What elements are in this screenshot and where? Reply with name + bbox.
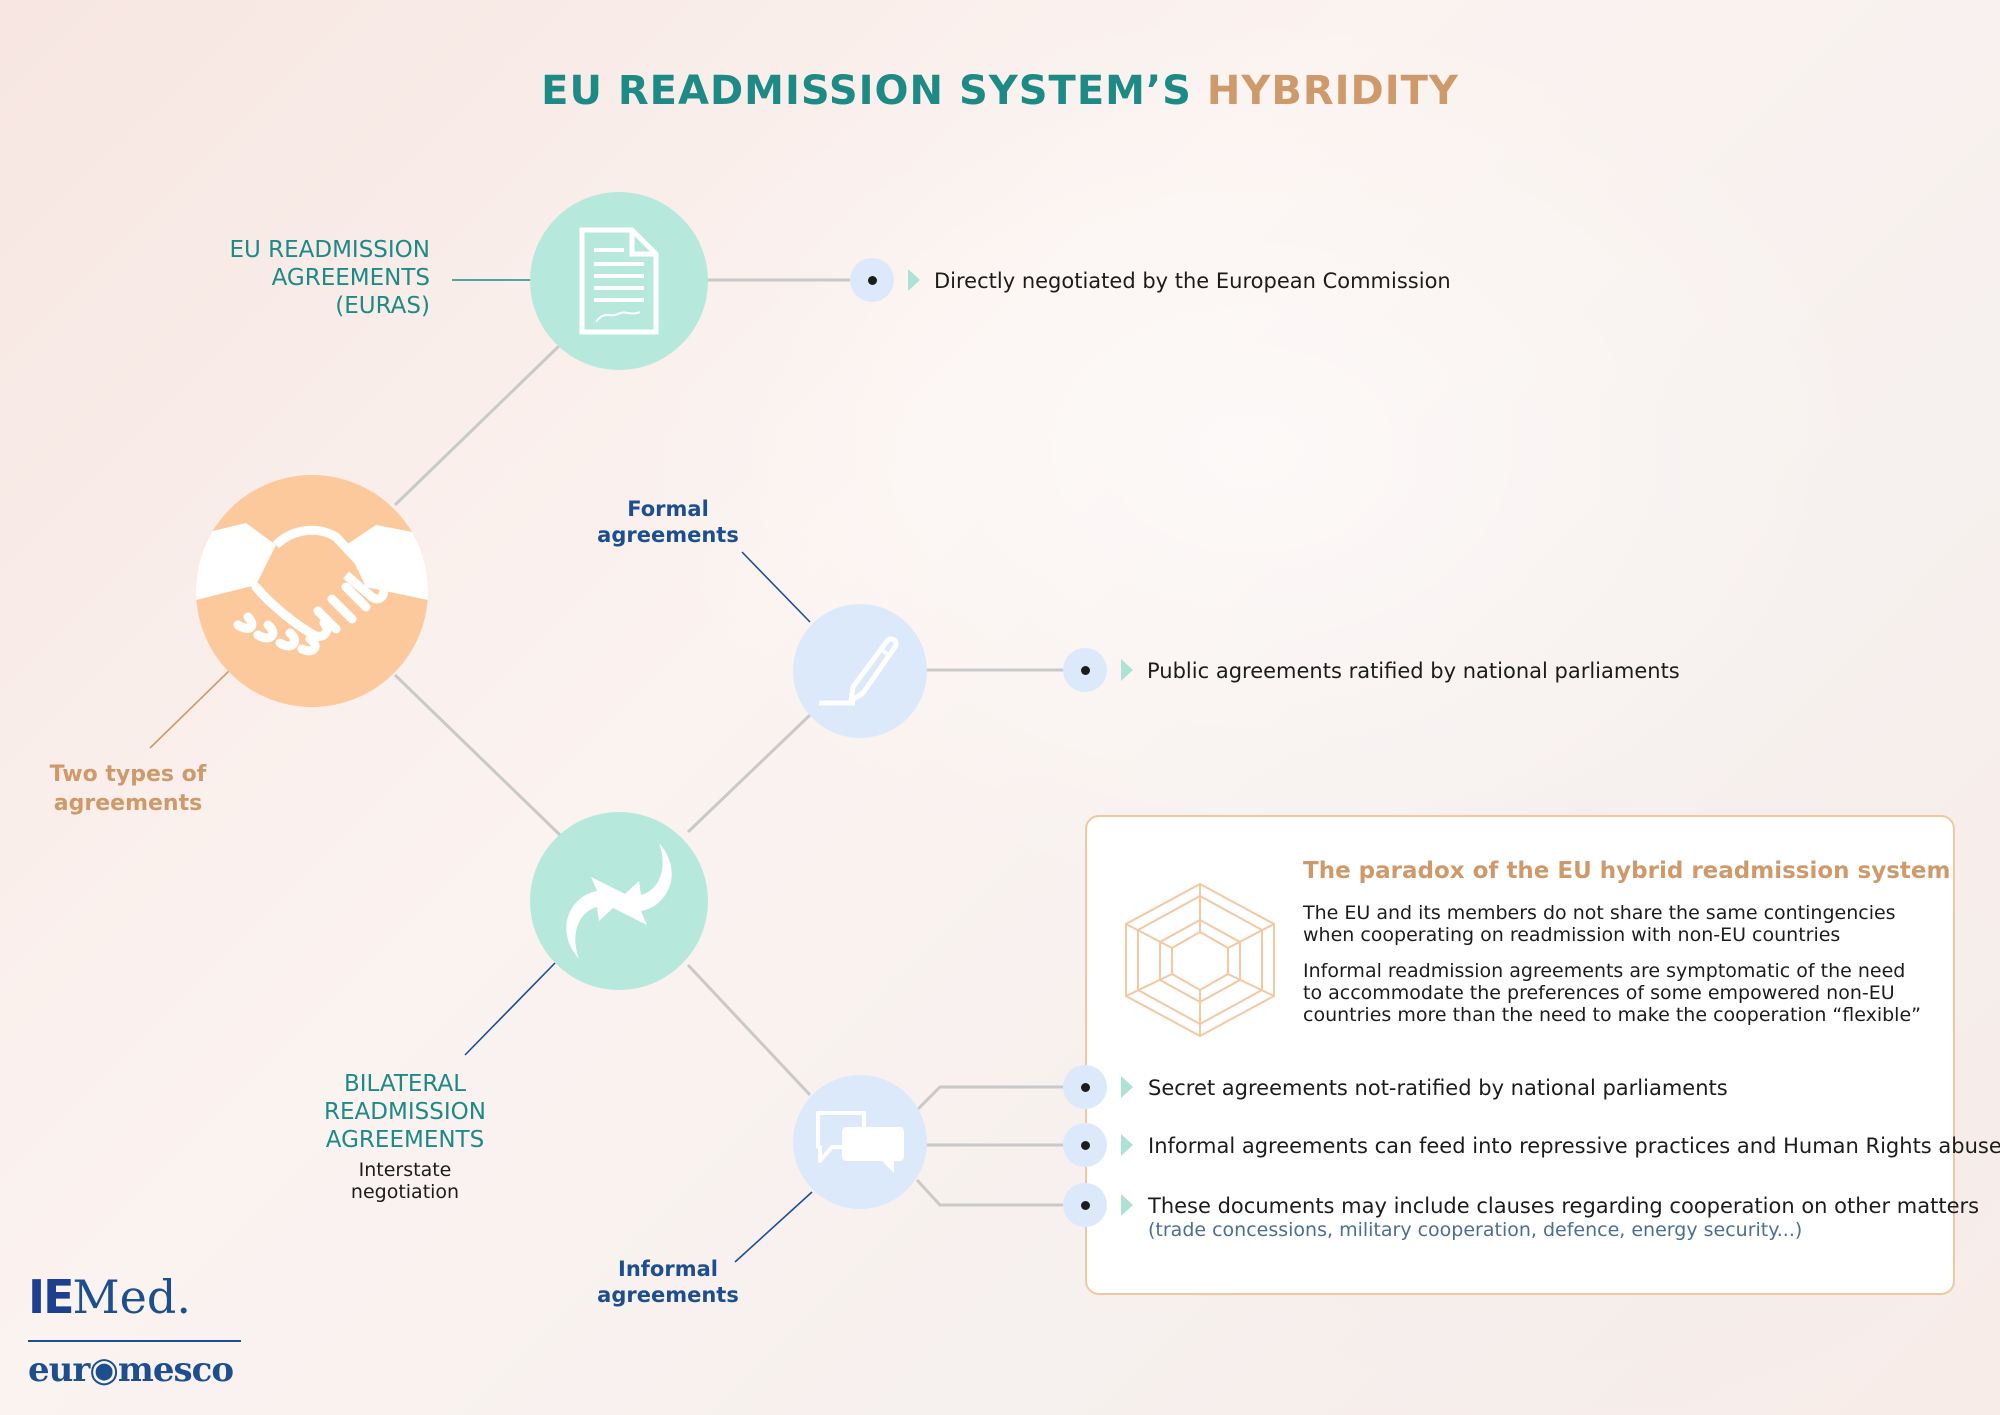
bilateral-label-line: READMISSION bbox=[324, 1099, 486, 1125]
pointer-formal bbox=[741, 551, 811, 623]
bullet-arrow-icon bbox=[908, 269, 920, 291]
informal-bullet-text-2: Informal agreements can feed into repres… bbox=[1148, 1134, 2000, 1158]
formal-circle bbox=[793, 604, 927, 738]
paradox-line: The EU and its members do not share the … bbox=[1303, 902, 1896, 924]
bilateral-label: BILATERAL READMISSION AGREEMENTS bbox=[315, 1070, 495, 1154]
bilateral-label-line: BILATERAL bbox=[343, 1071, 467, 1097]
formal-label: Formal agreements bbox=[588, 496, 748, 548]
bullet-dot bbox=[1063, 648, 1107, 692]
bullet-arrow-icon bbox=[1121, 659, 1133, 681]
formal-bullet-text: Public agreements ratified by national p… bbox=[1147, 659, 1680, 683]
formal-label-line: agreements bbox=[597, 523, 739, 547]
paradox-line: Informal readmission agreements are symp… bbox=[1303, 960, 1906, 982]
two-types-circle bbox=[196, 475, 428, 707]
speech-bubbles-icon bbox=[816, 1111, 904, 1173]
title-part2: HYBRIDITY bbox=[1206, 68, 1459, 114]
line-hand-to-euras bbox=[393, 343, 562, 507]
two-types-label-line: agreements bbox=[53, 791, 203, 816]
title-part1: EU READMISSION SYSTEM’S bbox=[541, 68, 1192, 114]
bilateral-sub-label: Interstate negotiation bbox=[315, 1159, 495, 1203]
euras-label: EU READMISSION AGREEMENTS (EURAS) bbox=[180, 236, 430, 320]
informal-bullet-3-sub: (trade concessions, military cooperation… bbox=[1148, 1219, 1803, 1241]
euras-bullet-text: Directly negotiated by the European Comm… bbox=[934, 269, 1451, 293]
bilateral-sub-line: negotiation bbox=[350, 1181, 460, 1203]
euras-label-line: EU READMISSION bbox=[229, 237, 430, 263]
line-bilateral-to-informal bbox=[686, 963, 812, 1097]
bilateral-label-line: AGREEMENTS bbox=[325, 1127, 485, 1153]
bilateral-sub-line: Interstate bbox=[358, 1159, 452, 1181]
pointer-informal bbox=[734, 1191, 813, 1263]
informal-label-line: Informal bbox=[618, 1257, 718, 1281]
informal-bullet-3-main: These documents may include clauses rega… bbox=[1148, 1194, 1980, 1218]
impossible-cube-icon bbox=[1125, 882, 1275, 1038]
bullet-arrow-icon bbox=[1121, 1076, 1133, 1098]
paradox-box bbox=[1085, 815, 1955, 1295]
pointer-two-types bbox=[149, 669, 231, 749]
line-bilateral-to-formal bbox=[686, 713, 812, 834]
paradox-paragraph-1: The EU and its members do not share the … bbox=[1303, 902, 1943, 946]
informal-bullet-text-3: These documents may include clauses rega… bbox=[1148, 1194, 1979, 1242]
euras-label-line: (EURAS) bbox=[335, 293, 430, 319]
logo-divider bbox=[28, 1340, 241, 1342]
two-types-label: Two types of agreements bbox=[38, 760, 218, 818]
line-hand-to-bilateral bbox=[393, 673, 562, 837]
page-title: EU READMISSION SYSTEM’S HYBRIDITY bbox=[0, 68, 2000, 114]
line-informal-to-bullet-3 bbox=[915, 1178, 1065, 1207]
pen-signature-icon bbox=[819, 636, 899, 706]
paradox-paragraph-2: Informal readmission agreements are symp… bbox=[1303, 960, 1943, 1026]
paradox-title: The paradox of the EU hybrid readmission… bbox=[1303, 858, 1951, 884]
bullet-dot bbox=[1063, 1065, 1107, 1109]
paradox-line: countries more than the need to make the… bbox=[1303, 1004, 1921, 1026]
bullet-dot bbox=[1063, 1183, 1107, 1227]
informal-label: Informal agreements bbox=[588, 1256, 748, 1308]
euromesco-logo: eur◉mesco bbox=[28, 1350, 234, 1390]
euras-label-line: AGREEMENTS bbox=[271, 265, 430, 291]
handshake-icon bbox=[196, 523, 428, 656]
iemed-logo: IEMed. bbox=[28, 1270, 191, 1324]
informal-label-line: agreements bbox=[597, 1283, 739, 1307]
line-informal-to-bullet-1 bbox=[915, 1085, 1065, 1112]
bullet-dot bbox=[850, 258, 894, 302]
paradox-line: when cooperating on readmission with non… bbox=[1303, 924, 1841, 946]
informal-circle bbox=[793, 1075, 927, 1209]
bullet-dot bbox=[1063, 1123, 1107, 1167]
bullet-arrow-icon bbox=[1121, 1194, 1133, 1216]
document-icon bbox=[579, 227, 659, 335]
bullet-arrow-icon bbox=[1121, 1134, 1133, 1156]
bilateral-circle bbox=[530, 812, 708, 990]
paradox-line: to accommodate the preferences of some e… bbox=[1303, 982, 1895, 1004]
pointer-bilateral bbox=[464, 962, 556, 1056]
iemed-logo-bold: IE bbox=[28, 1270, 75, 1324]
iemed-logo-rest: Med. bbox=[72, 1270, 191, 1324]
exchange-arrows-icon bbox=[566, 843, 672, 959]
two-types-label-line: Two types of bbox=[49, 762, 207, 787]
euras-circle bbox=[530, 192, 708, 370]
formal-label-line: Formal bbox=[627, 497, 709, 521]
informal-bullet-text-1: Secret agreements not-ratified by nation… bbox=[1148, 1076, 1728, 1100]
